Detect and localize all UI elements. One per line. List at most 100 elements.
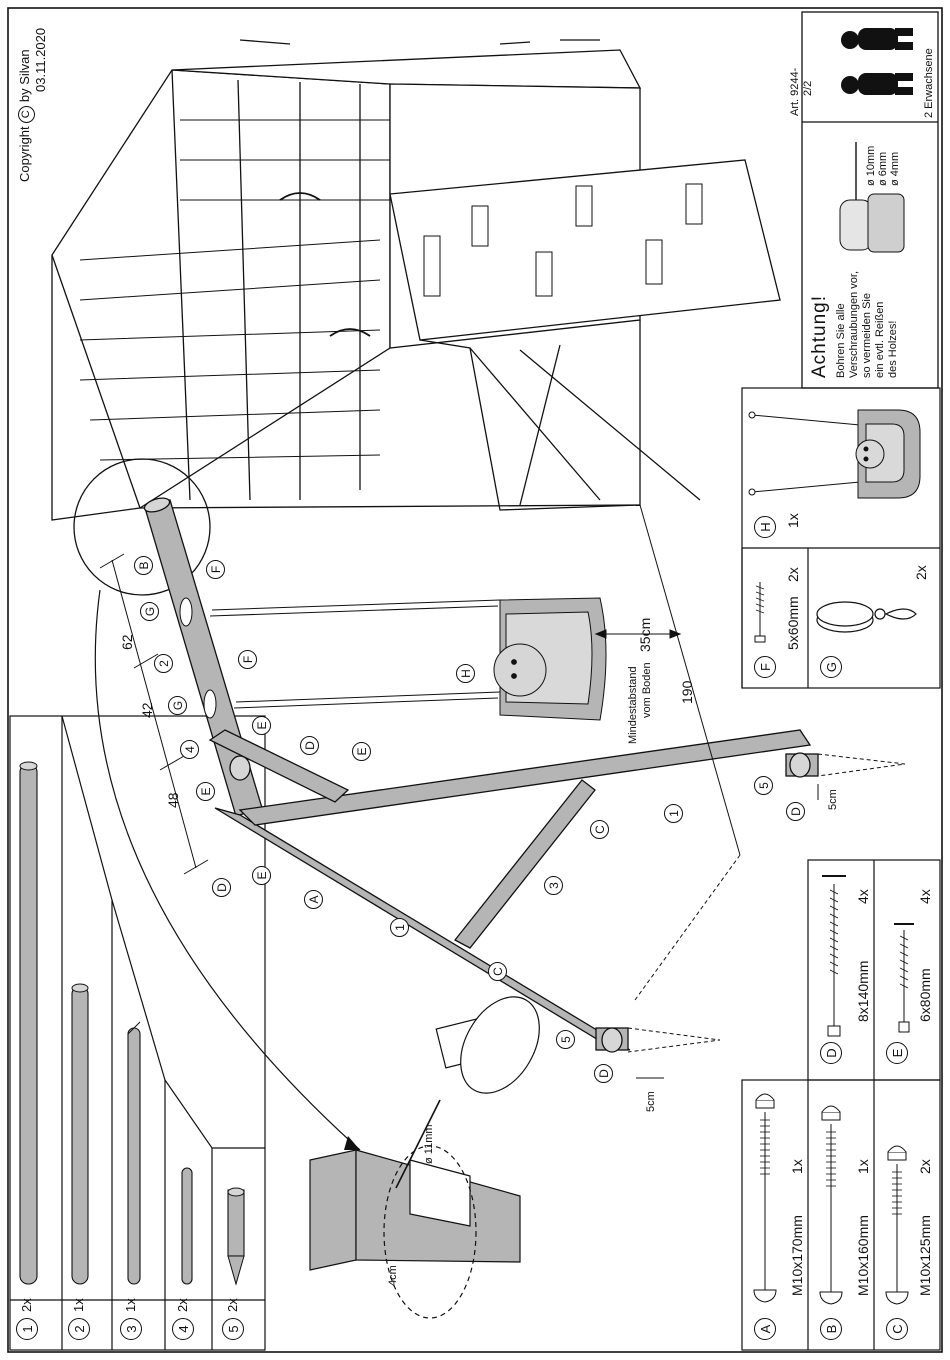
- adults-required: 2 Erwachsene: [923, 48, 935, 118]
- callout-D-3: D: [594, 1064, 613, 1083]
- screw-D-size: 8x140mm: [855, 960, 871, 1022]
- part-2-badge: 2: [68, 1318, 90, 1340]
- callout-F-2: F: [238, 650, 257, 669]
- part-3-qty: 1x: [123, 1298, 138, 1312]
- screw-E-size: 6x80mm: [917, 968, 933, 1022]
- drill-size-6: ø 6mm: [877, 151, 889, 186]
- playhouse-tower: [51, 39, 781, 521]
- callout-part-4: 4: [180, 740, 199, 759]
- warning-line-5: des Holzes!: [887, 320, 899, 378]
- callout-G-2: G: [168, 696, 187, 715]
- bolt-A-badge: A: [754, 1318, 776, 1340]
- copyright-symbol: C: [18, 105, 35, 123]
- warning-line-1: Bohren Sie alle: [835, 303, 847, 378]
- dim-62: 62: [119, 634, 135, 650]
- warning-line-4: ein evtl. Reißen: [874, 301, 886, 378]
- tube-part-4: [208, 729, 350, 803]
- part-4-qty: 2x: [175, 1298, 190, 1312]
- warning-line-3: so vermeiden Sie: [861, 293, 873, 378]
- copyright-text: Copyright: [17, 126, 32, 182]
- article-sheet: 2/2: [802, 80, 814, 96]
- rod-part-2: [71, 985, 89, 1285]
- bolt-C-qty: 2x: [917, 1159, 933, 1174]
- hardware-panel: [741, 859, 941, 1351]
- bolt-A-size: M10x170mm: [789, 1215, 805, 1296]
- ground-stakes-dashed: [627, 753, 906, 1053]
- parts-list-frame: [9, 715, 266, 1351]
- part-5-qty: 2x: [225, 1298, 240, 1312]
- callout-H: H: [456, 664, 475, 683]
- bolt-B-qty: 1x: [855, 1159, 871, 1174]
- callout-D-1: D: [212, 878, 231, 897]
- bolt-C-badge: C: [886, 1318, 908, 1340]
- clamp-G-qty: 2x: [913, 565, 929, 580]
- drill-diameter: ø 11mm: [423, 1124, 435, 1164]
- tube-part-1-front: [214, 807, 631, 1051]
- dimension-lines: [99, 504, 819, 1079]
- callout-E-1: E: [196, 782, 215, 801]
- clearance-label-1: Mindestabstand: [627, 666, 639, 744]
- callout-A: A: [304, 890, 323, 909]
- part-1-badge: 1: [16, 1318, 38, 1340]
- callout-tube-1-front: 1: [390, 918, 409, 937]
- callout-tube-2: 2: [154, 654, 173, 673]
- copyright-author: by Silvan: [17, 49, 32, 103]
- parts-list-panel: [9, 715, 266, 1351]
- tube-part-1-back: [238, 729, 812, 826]
- detail-circle: [73, 458, 211, 596]
- part-5-badge: 5: [222, 1318, 244, 1340]
- part-4-badge: 4: [172, 1318, 194, 1340]
- callout-tube-3: 3: [544, 876, 563, 895]
- rod-part-3: [127, 1027, 141, 1285]
- callout-D-4: D: [786, 802, 805, 821]
- drill-size-4: ø 4mm: [889, 151, 901, 186]
- screw-E-badge: E: [886, 1042, 908, 1064]
- callout-tube-1-back: 1: [664, 804, 683, 823]
- bolt-B-badge: B: [820, 1318, 842, 1340]
- callout-C-front: C: [488, 962, 507, 981]
- dim-clearance: 35cm: [637, 617, 653, 652]
- drill-size-10: ø 10mm: [865, 145, 877, 186]
- callout-E-2: E: [252, 716, 271, 735]
- two-adults-icon: [841, 28, 913, 95]
- warning-box: [801, 11, 939, 389]
- detail-leader: [94, 589, 361, 1151]
- part-2-qty: 1x: [71, 1298, 86, 1312]
- rod-part-1: [19, 763, 38, 1285]
- dim-48: 48: [165, 792, 181, 808]
- drilling-detail: [309, 996, 540, 1319]
- seat-H-badge: H: [754, 516, 776, 538]
- seat-H-qty: 1x: [785, 513, 801, 528]
- screw-F-drawing: [754, 582, 766, 643]
- callout-E-4: E: [352, 742, 371, 761]
- swing-assembly: [179, 597, 607, 721]
- dim-42: 42: [139, 702, 155, 718]
- swing-frame: [143, 497, 819, 1053]
- screw-E-qty: 4x: [917, 889, 933, 904]
- seat-H-drawing: [748, 409, 921, 499]
- article-number: Art. 9244-: [789, 67, 801, 116]
- part-1-qty: 2x: [19, 1298, 34, 1312]
- screw-F-size: 5x60mm: [785, 596, 801, 650]
- callout-D-2: D: [300, 736, 319, 755]
- dim-stake-back: 5cm: [827, 789, 839, 810]
- warning-title: Achtung!: [809, 295, 830, 378]
- callout-G-1: G: [140, 602, 159, 621]
- screw-D-badge: D: [820, 1042, 842, 1064]
- screw-F-badge: F: [754, 656, 776, 678]
- detail-4cm: 4cm: [387, 1265, 399, 1286]
- callout-E-3: E: [252, 866, 271, 885]
- screw-F-qty: 2x: [785, 567, 801, 582]
- callout-stake-front: 5: [556, 1030, 575, 1049]
- sheet-border: [7, 7, 943, 1353]
- stake-part-5: [227, 1189, 245, 1257]
- callout-C-back: C: [590, 820, 609, 839]
- copyright-date: 03.11.2020: [33, 27, 48, 92]
- dim-190: 190: [679, 680, 695, 704]
- clamp-G-drawing: [816, 601, 917, 633]
- clearance-label-2: vom Boden: [641, 662, 653, 718]
- bolt-C-size: M10x125mm: [917, 1215, 933, 1296]
- tube-part-3: [454, 779, 596, 949]
